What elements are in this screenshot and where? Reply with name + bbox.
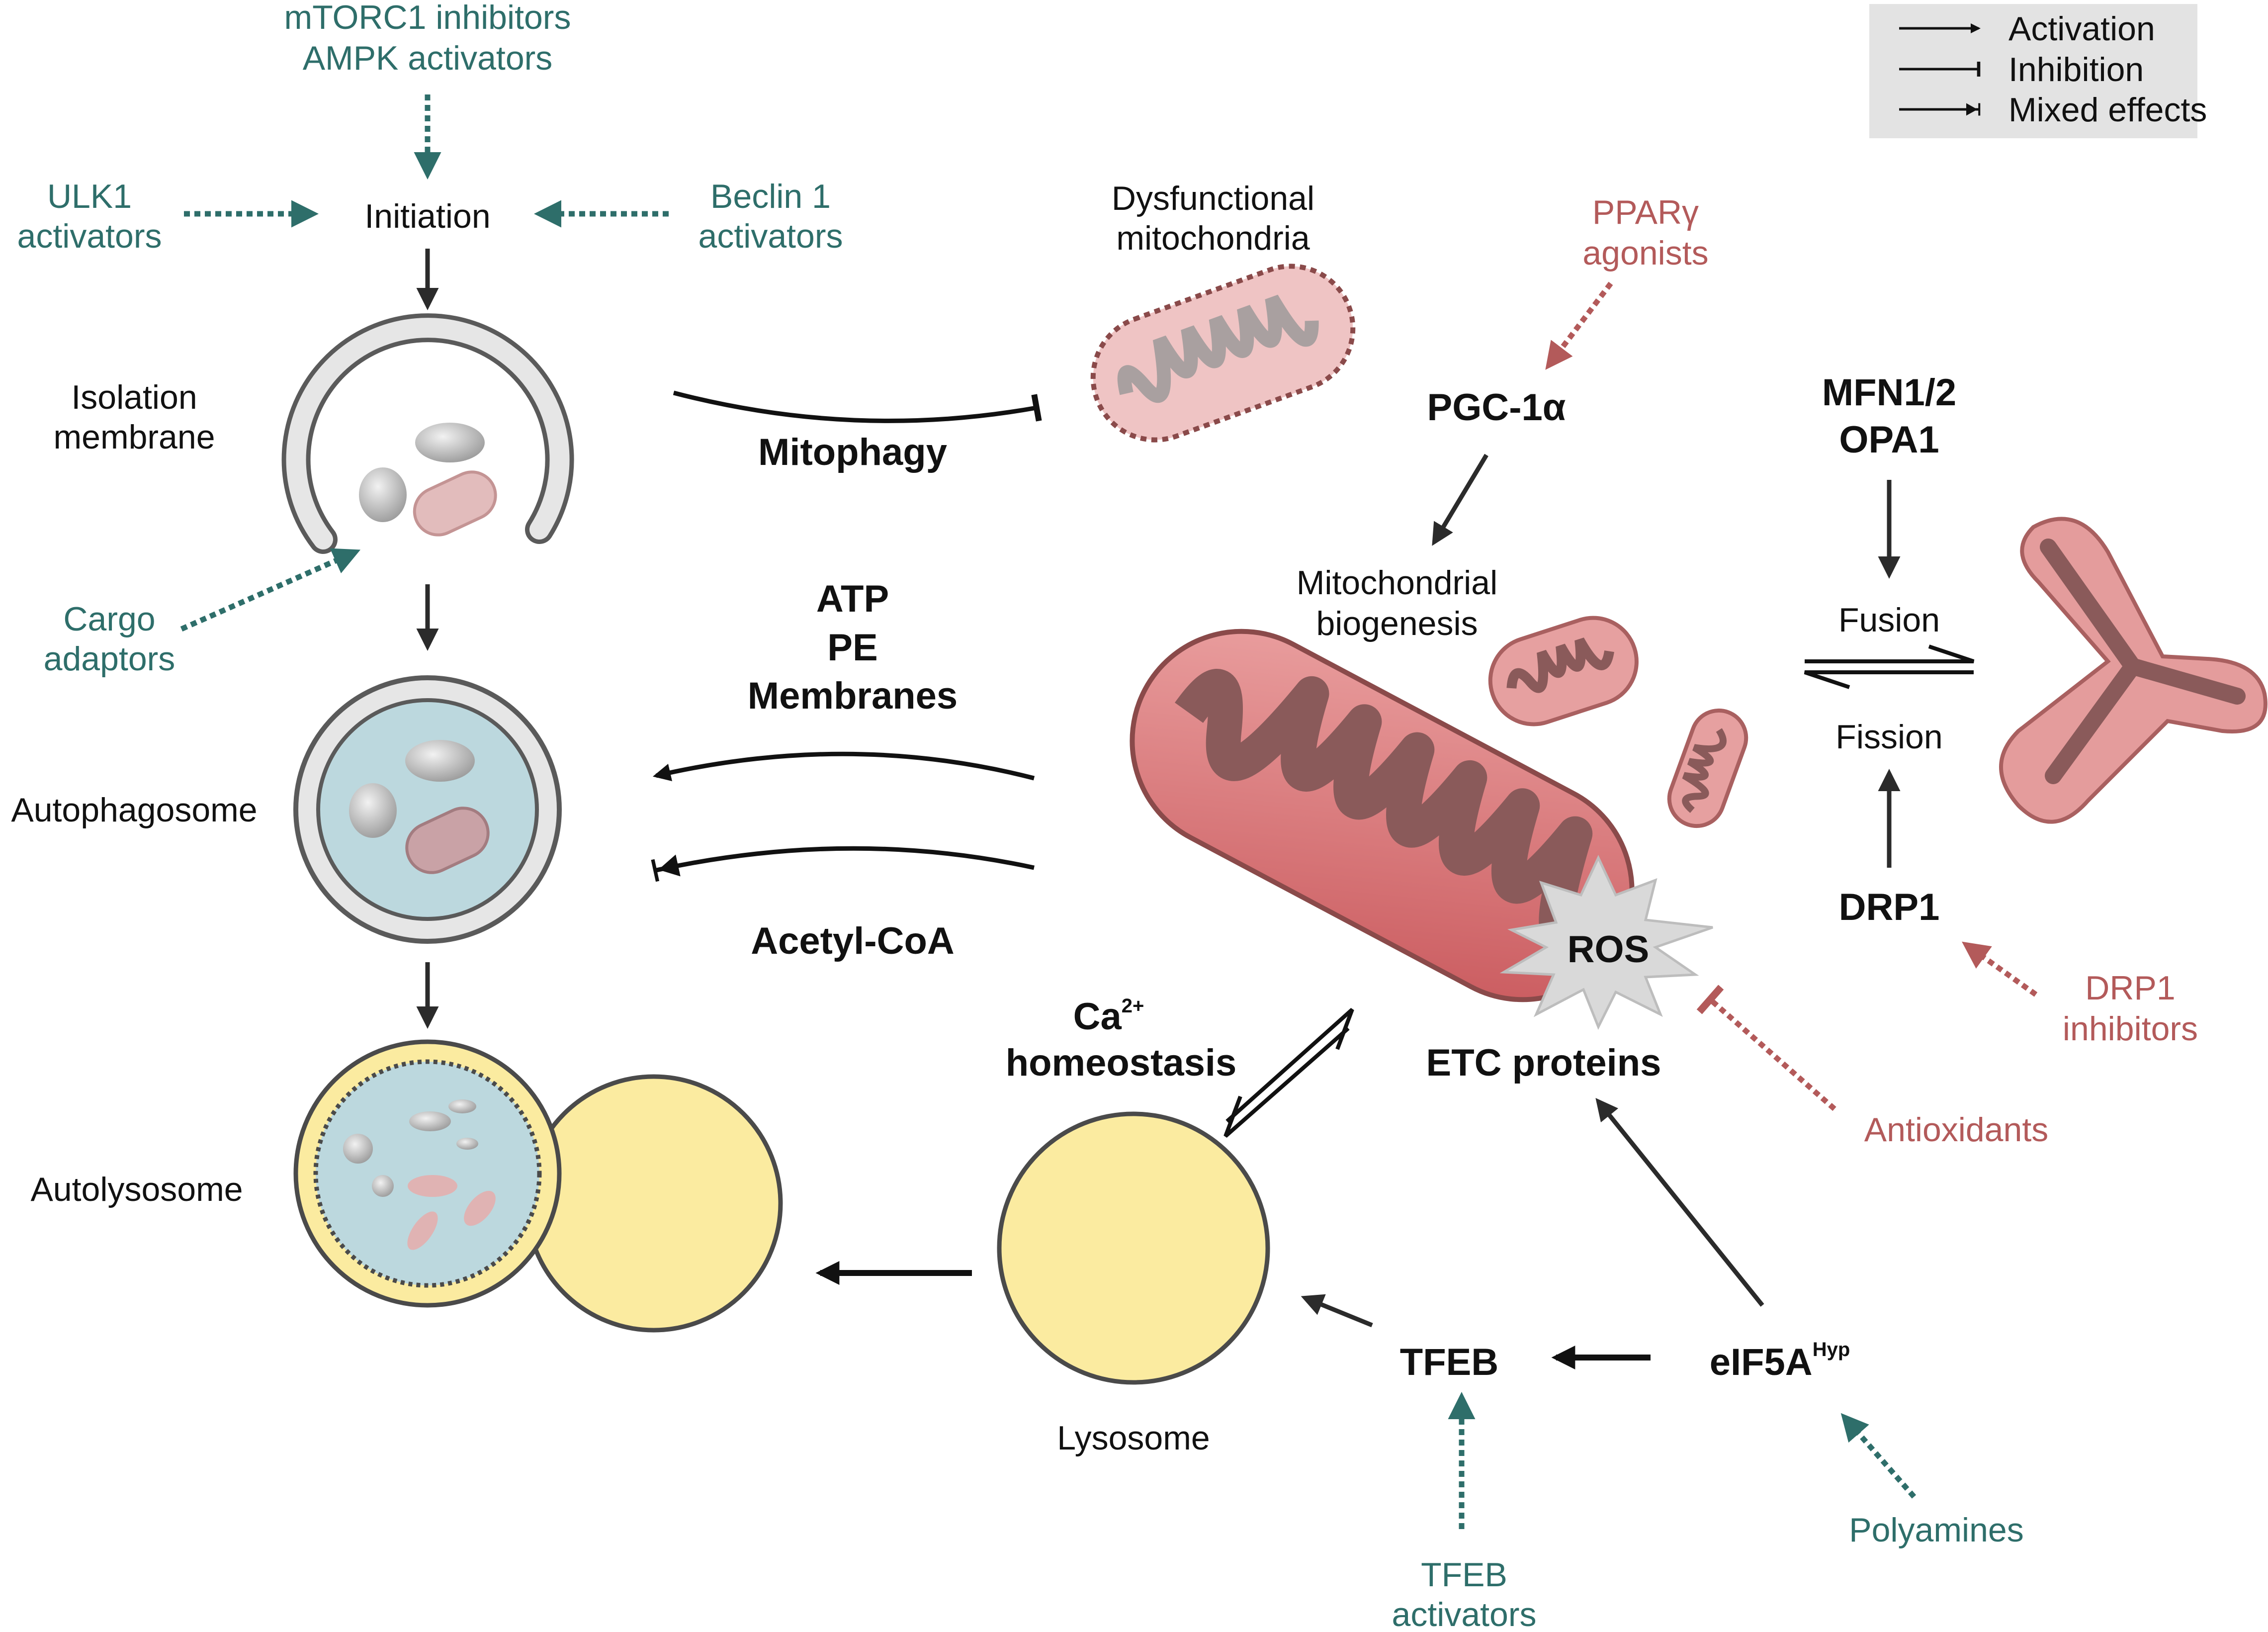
tfeb-activators-label-2: activators: [1392, 1596, 1537, 1630]
isolation-membrane-label-1: Isolation: [71, 378, 197, 416]
ppar-to-pgc-arrow: [1545, 281, 1613, 370]
autolysosome-debris-6: [408, 1175, 457, 1197]
legend-inhibition-label: Inhibition: [2008, 51, 2144, 89]
fusion-arrow: [1805, 644, 1975, 663]
ros-burst: [1499, 855, 1713, 1030]
autolysosome-debris-7: [464, 1190, 496, 1226]
isolation-mitochondrion: [413, 470, 497, 537]
atp-label: ATP: [816, 578, 889, 620]
autolysosome-debris-4: [456, 1138, 478, 1150]
autophagosome-mitochondrion: [405, 807, 490, 874]
autophagosome-inner: [316, 698, 539, 921]
antioxidants-label: Antioxidants: [1864, 1111, 2048, 1149]
ulk1-activators-label-2: activators: [17, 217, 162, 255]
cargo-to-isolation-arrow: [180, 548, 361, 632]
polyamines-to-eif5a-arrow: [1840, 1413, 1917, 1499]
isolation-membrane-inner: [286, 318, 570, 549]
beclin-activators-label-2: activators: [698, 217, 843, 255]
tfeb-activators-label-1: TFEB: [1421, 1556, 1507, 1594]
antioxidants-inhibit-ros-line: [1696, 985, 1836, 1111]
ca-superscript: 2+: [1122, 995, 1144, 1017]
autolysosome-debris-8: [407, 1211, 438, 1250]
atp-to-autophagosome-arrow: [652, 751, 1035, 782]
ca-label: Ca2+: [1073, 995, 1144, 1038]
dysfunctional-label-1: Dysfunctional: [1112, 180, 1314, 217]
mitophagy-inhibition-arrow: [673, 390, 1042, 423]
autolysosome-debris-5: [372, 1175, 394, 1197]
ppar-agonists-label-1: PPARγ: [1592, 193, 1699, 231]
pe-label: PE: [827, 627, 877, 669]
mitophagy-label: Mitophagy: [758, 431, 947, 473]
homeostasis-label: homeostasis: [1006, 1042, 1237, 1084]
ulk1-activators-label-1: ULK1: [47, 178, 132, 215]
cargo-adaptors-label-1: Cargo: [63, 600, 155, 638]
isolation-vesicle-2: [359, 467, 407, 522]
eif5a-to-etc-arrow: [1595, 1097, 1764, 1307]
biogenesis-label-1: Mitochondrial: [1297, 564, 1497, 602]
eif5a-superscript: Hyp: [1813, 1339, 1850, 1360]
new-mitochondrion-1: [1488, 616, 1639, 726]
isolation-membrane-label-2: membrane: [53, 418, 215, 456]
new-mitochondrion-2: [1667, 708, 1748, 828]
mtorc1-inhibitors-label: mTORC1 inhibitors: [284, 0, 571, 36]
cargo-adaptors-label-2: adaptors: [44, 640, 175, 678]
autophagosome-label: Autophagosome: [11, 791, 257, 829]
autophagosome-vesicle-2: [349, 783, 397, 838]
autolysosome-debris-2: [448, 1099, 476, 1113]
lysosome-label: Lysosome: [1057, 1419, 1210, 1457]
initiation-label: Initiation: [364, 197, 490, 235]
pgc-to-biogenesis-arrow: [1432, 453, 1488, 546]
acetylcoa-to-autophagosome-arrow: [651, 846, 1035, 882]
lysosome: [997, 1111, 1270, 1385]
ampk-activators-label: AMPK activators: [303, 39, 553, 77]
autolysosome-debris-3: [343, 1134, 373, 1164]
autolysosome-lysosome: [524, 1074, 783, 1333]
ros-label: ROS: [1568, 928, 1650, 971]
autophagosome-vesicle-1: [405, 740, 475, 782]
isolation-vesicle-1: [415, 423, 485, 462]
fission-label: Fission: [1835, 718, 1942, 756]
opa1-label: OPA1: [1839, 419, 1939, 461]
fission-arrow: [1804, 670, 1974, 689]
fused-mitochondrion-cristae: [2040, 539, 2246, 784]
drp1-inhibitors-label-2: inhibitors: [2063, 1010, 2198, 1048]
etc-proteins-label: ETC proteins: [1426, 1042, 1661, 1084]
autolysosome-debris-1: [409, 1111, 451, 1131]
eif5a-label: eIF5AHyp: [1710, 1339, 1850, 1383]
legend-activation-label: Activation: [2008, 10, 2155, 48]
drp1-inhibitors-label-1: DRP1: [2085, 969, 2175, 1007]
dysfunctional-label-2: mitochondria: [1116, 219, 1309, 257]
drp1-label: DRP1: [1839, 886, 1940, 928]
biogenesis-label-2: biogenesis: [1316, 605, 1478, 642]
fusion-label: Fusion: [1838, 601, 1940, 639]
ca-exchange-arrow-down: [1223, 1026, 1350, 1138]
drp1-inhibitors-arrow: [1962, 941, 2038, 997]
acetyl-coa-label: Acetyl-CoA: [751, 920, 955, 962]
mfn-label: MFN1/2: [1822, 371, 1956, 414]
membranes-label: Membranes: [748, 675, 958, 717]
tfeb-label: TFEB: [1400, 1341, 1498, 1383]
autolysosome-inner: [313, 1059, 542, 1288]
ca-exchange-arrow-up: [1225, 1008, 1354, 1123]
legend-mixed-label: Mixed effects: [2008, 91, 2207, 129]
legend-box: [1869, 4, 2197, 138]
polyamines-label: Polyamines: [1849, 1511, 2024, 1549]
legend: Activation Inhibition Mixed effects: [1869, 4, 2207, 138]
ppar-agonists-label-2: agonists: [1582, 234, 1708, 272]
beclin-activators-label-1: Beclin 1: [710, 178, 831, 215]
dysfunctional-mitochondrion: [1090, 264, 1356, 443]
pgc-label: PGC-1α: [1427, 386, 1566, 429]
tfeb-to-lysosome-arrow: [1301, 1294, 1373, 1328]
autolysosome-label: Autolysosome: [30, 1171, 243, 1208]
